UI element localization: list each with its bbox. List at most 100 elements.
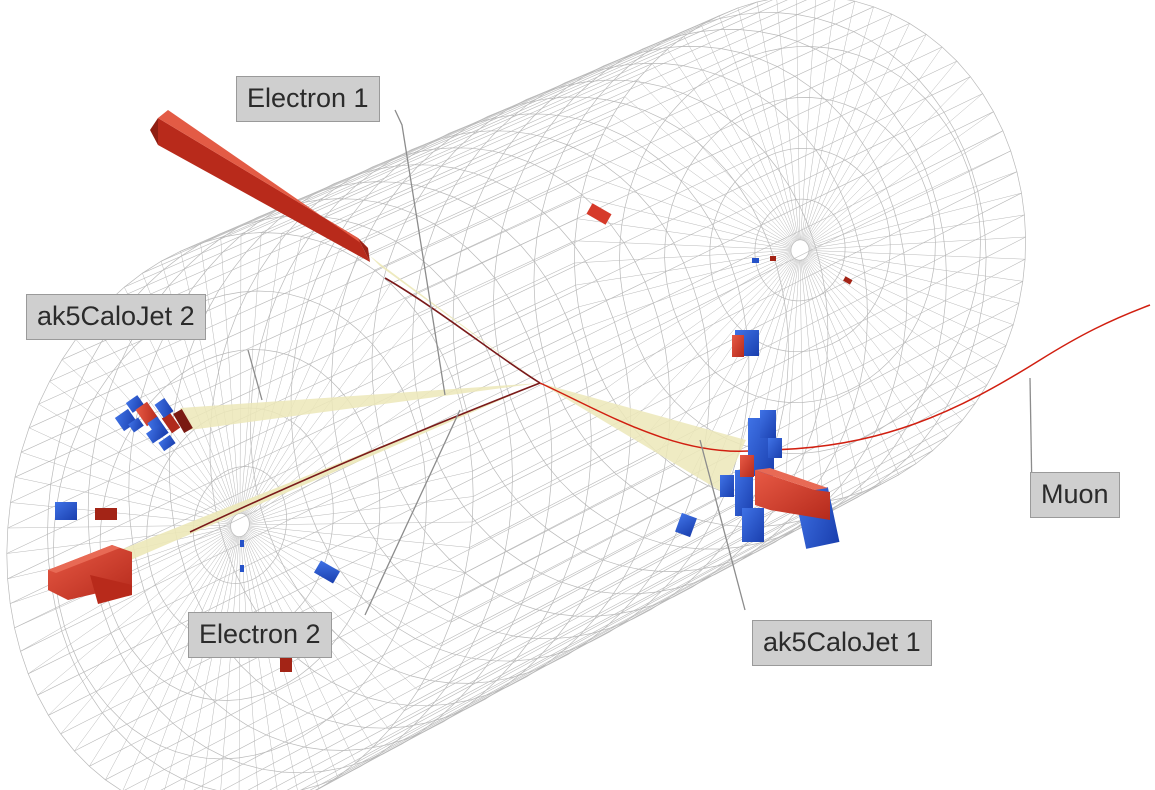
grid-line xyxy=(804,258,917,464)
grid-line xyxy=(220,1,758,238)
label-leader-lines xyxy=(247,109,1033,616)
grid-line xyxy=(805,46,943,243)
grid-ring xyxy=(99,349,381,701)
grid-line xyxy=(808,236,1026,250)
grid-line xyxy=(574,240,792,250)
grid-line xyxy=(806,255,976,404)
grid-line xyxy=(106,63,653,304)
grid-ring xyxy=(331,96,789,640)
grid-line xyxy=(801,0,836,240)
grid-ring xyxy=(709,147,891,353)
grid-line xyxy=(801,259,844,499)
grid-line xyxy=(241,233,282,514)
jet2-leader xyxy=(247,349,263,401)
deposit-blue-left xyxy=(55,502,77,520)
deposit-red-top xyxy=(586,203,612,225)
grid-ring xyxy=(664,97,936,403)
grid-line xyxy=(249,521,473,526)
electron2-cone xyxy=(120,383,540,562)
deposit-red-left xyxy=(95,508,117,520)
electron1-leader xyxy=(394,109,446,396)
grid-line xyxy=(756,1,799,241)
grid-line xyxy=(240,536,259,790)
grid-line xyxy=(240,232,262,514)
grid-line xyxy=(244,258,358,515)
grid-line xyxy=(202,536,239,790)
jet1-energy-deposits xyxy=(720,410,840,549)
grid-ring xyxy=(193,466,287,584)
grid-line xyxy=(804,34,927,242)
detector-wireframe xyxy=(6,0,1026,790)
grid-line xyxy=(801,1,856,241)
electron2-track xyxy=(189,382,541,533)
grid-line xyxy=(417,384,988,691)
electron1-track xyxy=(384,277,541,384)
grid-ring xyxy=(371,79,829,617)
electron2-energy-deposit xyxy=(48,545,132,604)
grid-line xyxy=(808,250,1026,260)
grid-line xyxy=(796,0,801,240)
grid-ring xyxy=(619,46,981,454)
grid-line xyxy=(161,24,702,262)
grid-ring xyxy=(87,198,553,774)
jet2-cone xyxy=(180,383,540,430)
grid-line xyxy=(142,36,685,274)
jet1-label: ak5CaloJet 1 xyxy=(752,620,932,666)
grid-line xyxy=(808,252,1014,325)
jet1-leader xyxy=(699,439,746,611)
grid-line xyxy=(808,251,1019,304)
jet2-energy-deposits xyxy=(114,395,193,452)
grid-line xyxy=(124,49,668,288)
deposit-mid-right xyxy=(732,330,759,357)
grid-line xyxy=(300,497,844,790)
jet2-label: ak5CaloJet 2 xyxy=(26,294,206,340)
deposit-small-1 xyxy=(752,258,759,263)
deposit-blue-bottom xyxy=(313,560,341,584)
grid-line xyxy=(355,450,933,764)
grid-line xyxy=(802,259,881,485)
grid-line xyxy=(49,133,603,382)
grid-line xyxy=(799,260,804,505)
grid-line xyxy=(783,260,800,505)
grid-ring xyxy=(250,130,710,684)
grid-ring xyxy=(128,181,592,751)
grid-line xyxy=(180,251,238,515)
grid-line xyxy=(248,527,459,599)
grid-line xyxy=(372,436,949,748)
muon-label: Muon xyxy=(1030,472,1120,518)
deposit-blue-dot-1 xyxy=(240,540,244,547)
grid-line xyxy=(651,63,795,243)
grid-line xyxy=(807,255,988,386)
grid-ring xyxy=(493,29,947,550)
deposit-small-2 xyxy=(770,256,776,261)
grid-line xyxy=(90,79,638,321)
grid-ring xyxy=(533,12,987,528)
deposit-small-3 xyxy=(843,276,853,285)
grid-ring xyxy=(452,46,908,572)
electron1-cone xyxy=(370,256,540,383)
deposit-blue-lower-right xyxy=(675,512,697,538)
grid-ring xyxy=(754,198,846,302)
grid-ring xyxy=(47,215,513,790)
electron1-label: Electron 1 xyxy=(236,76,380,122)
electron2-leader xyxy=(364,409,461,616)
muon-track xyxy=(539,304,1151,452)
grid-line xyxy=(404,403,976,711)
deposit-blue-dot-2 xyxy=(240,565,244,572)
grid-line xyxy=(701,25,797,242)
grid-ring xyxy=(790,239,810,261)
grid-line xyxy=(388,420,963,730)
grid-ring xyxy=(290,113,750,662)
grid-line xyxy=(38,154,595,405)
grid-ring xyxy=(230,512,250,538)
grid-line xyxy=(612,114,793,245)
grid-line xyxy=(800,0,816,240)
electron2-label: Electron 2 xyxy=(188,612,332,658)
grid-ring xyxy=(168,164,632,729)
grid-line xyxy=(309,491,863,790)
grid-line xyxy=(430,365,998,669)
jet1-cone xyxy=(540,383,746,492)
electron1-energy-deposit xyxy=(150,110,370,262)
grid-line xyxy=(719,15,798,241)
